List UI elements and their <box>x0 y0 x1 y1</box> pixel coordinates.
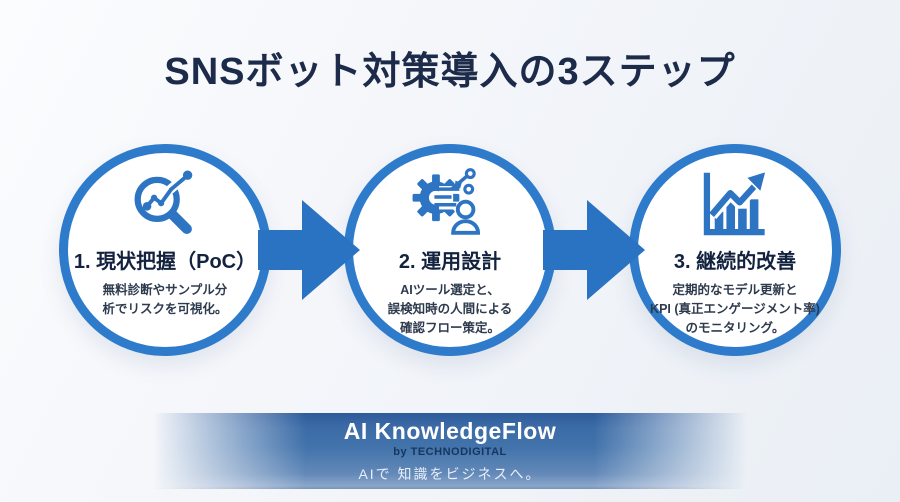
step-circle-1: 1. 現状把握（PoC） 無料診断やサンプル分 析でリスクを可視化。 <box>59 144 271 356</box>
step-2-line-1: AIツール選定と、 <box>400 283 500 297</box>
brand-byline: by TECHNODIGITAL <box>393 446 507 458</box>
step-1-description: 無料診断やサンプル分 析でリスクを可視化。 <box>102 281 227 319</box>
step-3-line-3: のモニタリング。 <box>685 320 785 335</box>
step-3-line-2: KPI (真正エンゲージメント率) <box>650 301 820 316</box>
gear-person-network-icon <box>412 168 481 235</box>
step-circle-3: 3. 継続的改善 定期的なモデル更新と KPI (真正エンゲージメント率) のモ… <box>629 144 841 356</box>
step-1-heading: 1. 現状把握（PoC） <box>73 251 257 273</box>
growth-bar-chart-icon <box>703 170 768 236</box>
step-2-line-3: 確認フロー策定。 <box>399 320 500 335</box>
step-2-heading: 2. 運用設計 <box>398 251 502 273</box>
footer-brand-band: AI KnowledgeFlow by TECHNODIGITAL AIで 知識… <box>0 413 900 489</box>
analytics-magnifier-icon <box>134 170 193 235</box>
step-1-line-2: 析でリスクを可視化。 <box>102 301 228 316</box>
step-3-heading: 3. 継続的改善 <box>673 251 797 273</box>
step-circle-2: 2. 運用設計 AIツール選定と、 誤検知時の人間による 確認フロー策定。 <box>344 144 556 356</box>
page-title: SNSボット対策導入の3ステップ <box>164 51 736 93</box>
arrow-right-icon <box>258 200 360 300</box>
arrow-right-icon <box>543 200 645 300</box>
brand-tagline: AIで 知識をビジネスへ。 <box>358 466 542 482</box>
step-2-line-2: 誤検知時の人間による <box>387 301 513 316</box>
step-1-line-1: 無料診断やサンプル分 <box>102 283 228 297</box>
brand-name: AI KnowledgeFlow <box>343 418 557 444</box>
step-2-description: AIツール選定と、 誤検知時の人間による 確認フロー策定。 <box>388 281 513 337</box>
step-3-line-1: 定期的なモデル更新と <box>672 283 798 297</box>
step-3-description: 定期的なモデル更新と KPI (真正エンゲージメント率) のモニタリング。 <box>650 281 820 337</box>
